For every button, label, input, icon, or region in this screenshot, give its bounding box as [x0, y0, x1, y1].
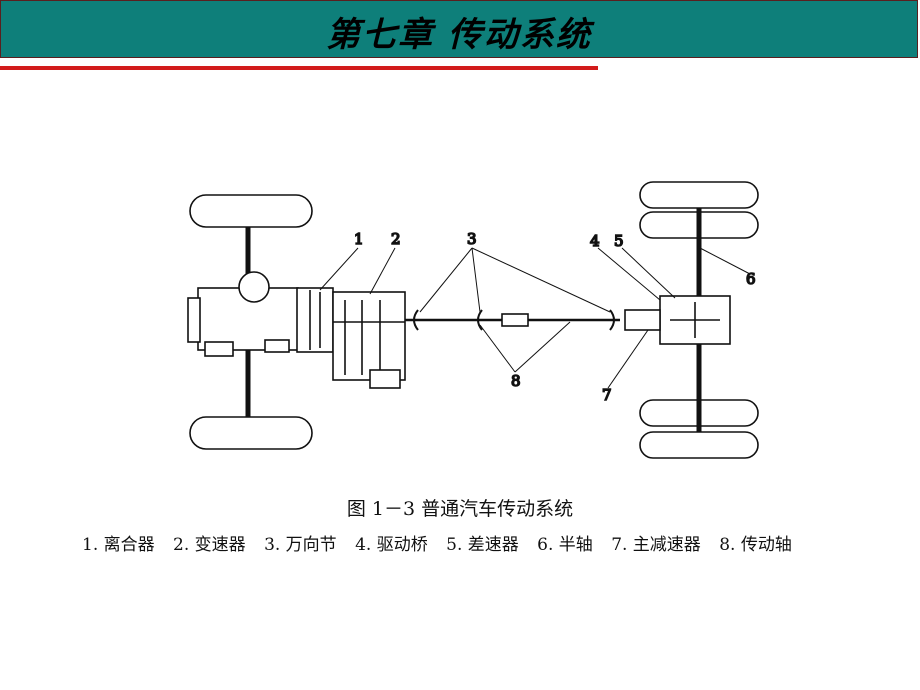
callout-3: 3 [467, 230, 477, 248]
title-bar: 第七章 传动系统 [0, 0, 918, 58]
callout-2: 2 [391, 230, 401, 248]
gearbox [332, 291, 406, 389]
callout-6: 6 [746, 270, 756, 288]
engine [187, 271, 299, 357]
legend-item-final-drive: 7. 主减速器 [611, 535, 701, 555]
propeller-shaft [405, 309, 620, 331]
legend-item-propeller-shaft: 8. 传动轴 [719, 535, 792, 555]
figure-legend: 1. 离合器 2. 变速器 3. 万向节 4. 驱动桥 5. 差速器 6. 半轴… [82, 530, 805, 555]
front-axle [189, 194, 313, 450]
callout-1: 1 [354, 230, 364, 248]
callout-leaders [319, 247, 751, 389]
legend-item-gearbox: 2. 变速器 [173, 535, 246, 555]
legend-item-clutch: 1. 离合器 [82, 535, 155, 555]
callout-8: 8 [511, 372, 521, 390]
legend-item-drive-axle: 4. 驱动桥 [355, 535, 428, 555]
drivetrain-diagram: 1 2 3 4 5 6 7 8 [187, 181, 759, 459]
figure-caption: 图 1－3 普通汽车传动系统 [346, 498, 574, 520]
callout-5: 5 [614, 232, 624, 250]
legend-item-half-shaft: 6. 半轴 [537, 535, 593, 555]
clutch [296, 287, 334, 353]
title-underline [0, 66, 598, 70]
rear-axle [624, 181, 759, 459]
legend-item-differential: 5. 差速器 [446, 535, 519, 555]
legend-item-universal-joint: 3. 万向节 [264, 535, 337, 555]
callout-7: 7 [602, 386, 612, 404]
callout-4: 4 [590, 232, 600, 250]
page-title: 第七章 传动系统 [326, 15, 592, 55]
